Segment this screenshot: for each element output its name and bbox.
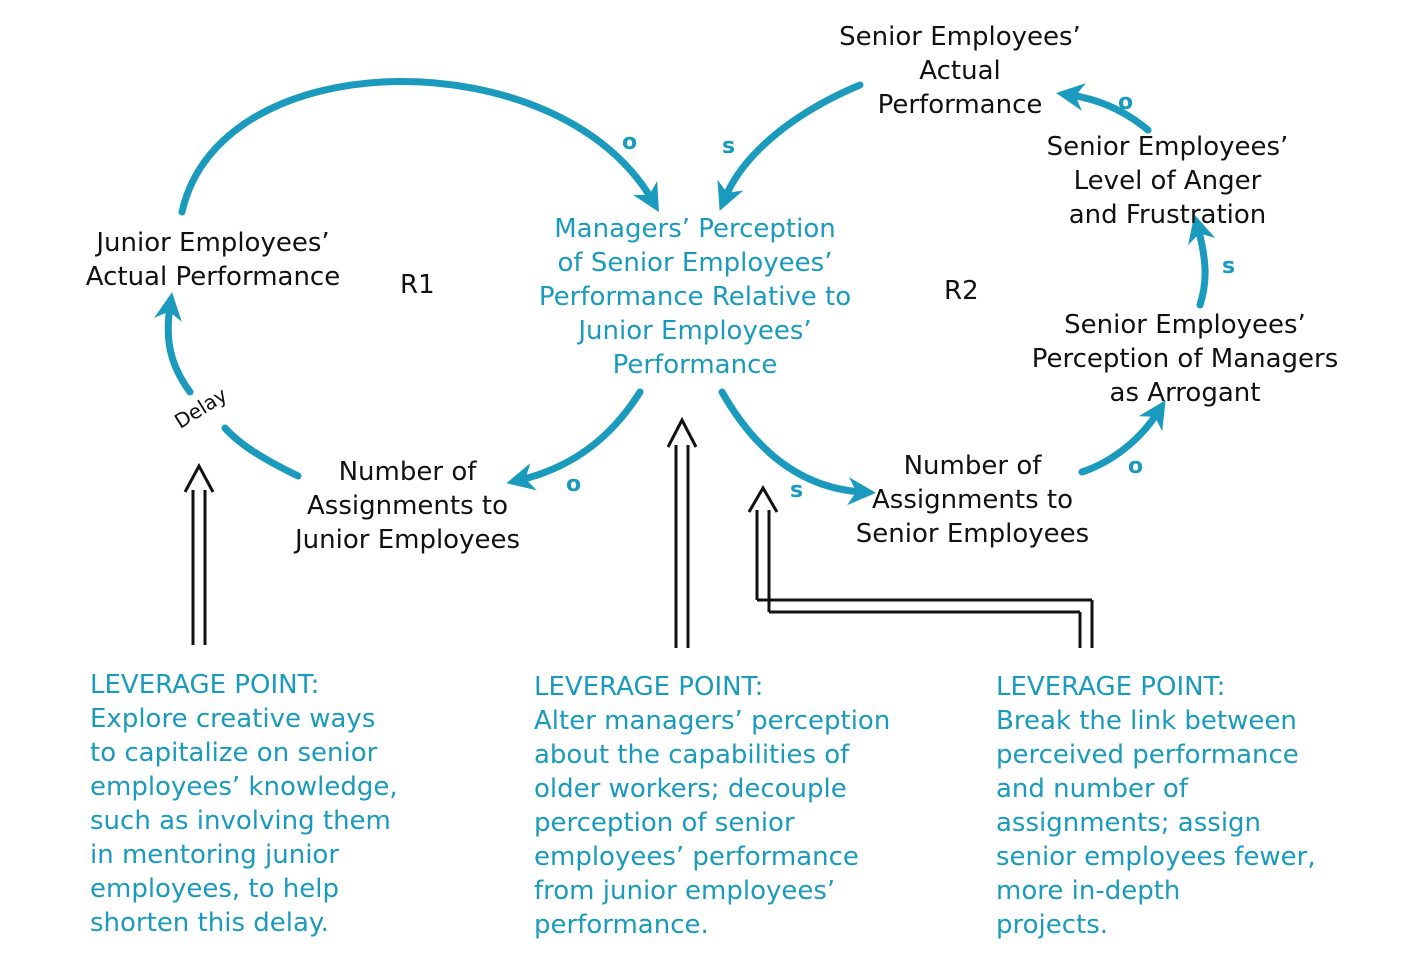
leverage-point-3: LEVERAGE POINT: Break the link between p… [996,670,1396,942]
arrow-senior-performance-to-managers [717,81,864,211]
leverage-arrow-middle [666,416,698,648]
leverage-point-2-body: Alter managers’ perception about the cap… [534,706,891,940]
arrow-junior-assignments-to-junior-performance-lower [221,424,302,480]
arrow-managers-to-senior-assignments [718,388,876,506]
node-managers-perception: Managers’ Perception of Senior Employees… [538,214,852,380]
leverage-point-3-body: Break the link between perceived perform… [996,706,1316,940]
leverage-point-3-title: LEVERAGE POINT: [996,672,1226,702]
leverage-arrow-left [183,462,215,645]
leverage-point-2: LEVERAGE POINT: Alter managers’ percepti… [534,670,954,942]
loop-label-r1: R1 [400,270,435,300]
loop-label-r2: R2 [944,276,979,306]
polarity-perception-to-anger: s [1222,254,1236,279]
node-senior-anger: Senior Employees’ Level of Anger and Fru… [1046,132,1289,230]
polarity-senior-performance-to-managers: s [722,134,736,159]
polarity-senior-assignments-to-perception: o [1128,454,1144,479]
leverage-point-1-body: Explore creative ways to capitalize on s… [90,704,398,938]
node-junior-actual-performance: Junior Employees’ Actual Performance [85,228,341,292]
arrow-perception-to-anger [1188,214,1216,309]
node-senior-actual-performance: Senior Employees’ Actual Performance [839,22,1081,120]
leverage-arrow-right [747,485,1094,648]
arrow-junior-to-managers [178,78,659,216]
node-senior-assignments: Number of Assignments to Senior Employee… [855,451,1090,549]
polarity-junior-to-managers: o [622,130,638,155]
leverage-point-1: LEVERAGE POINT: Explore creative ways to… [90,668,450,940]
node-senior-perception-of-managers: Senior Employees’ Perception of Managers… [1031,310,1339,408]
polarity-managers-to-senior-assignments: s [790,478,804,503]
arrow-anger-to-senior-performance [1056,83,1152,134]
polarity-managers-to-junior-assignments: o [566,472,582,497]
arrow-junior-assignments-to-junior-performance-upper [154,292,194,396]
leverage-point-1-title: LEVERAGE POINT: [90,670,320,700]
node-junior-assignments: Number of Assignments to Junior Employee… [294,457,521,555]
polarity-anger-to-senior-performance: o [1118,90,1134,115]
arrow-managers-to-junior-assignments [506,388,644,491]
leverage-point-2-title: LEVERAGE POINT: [534,672,764,702]
arrow-senior-assignments-to-perception [1078,400,1166,476]
